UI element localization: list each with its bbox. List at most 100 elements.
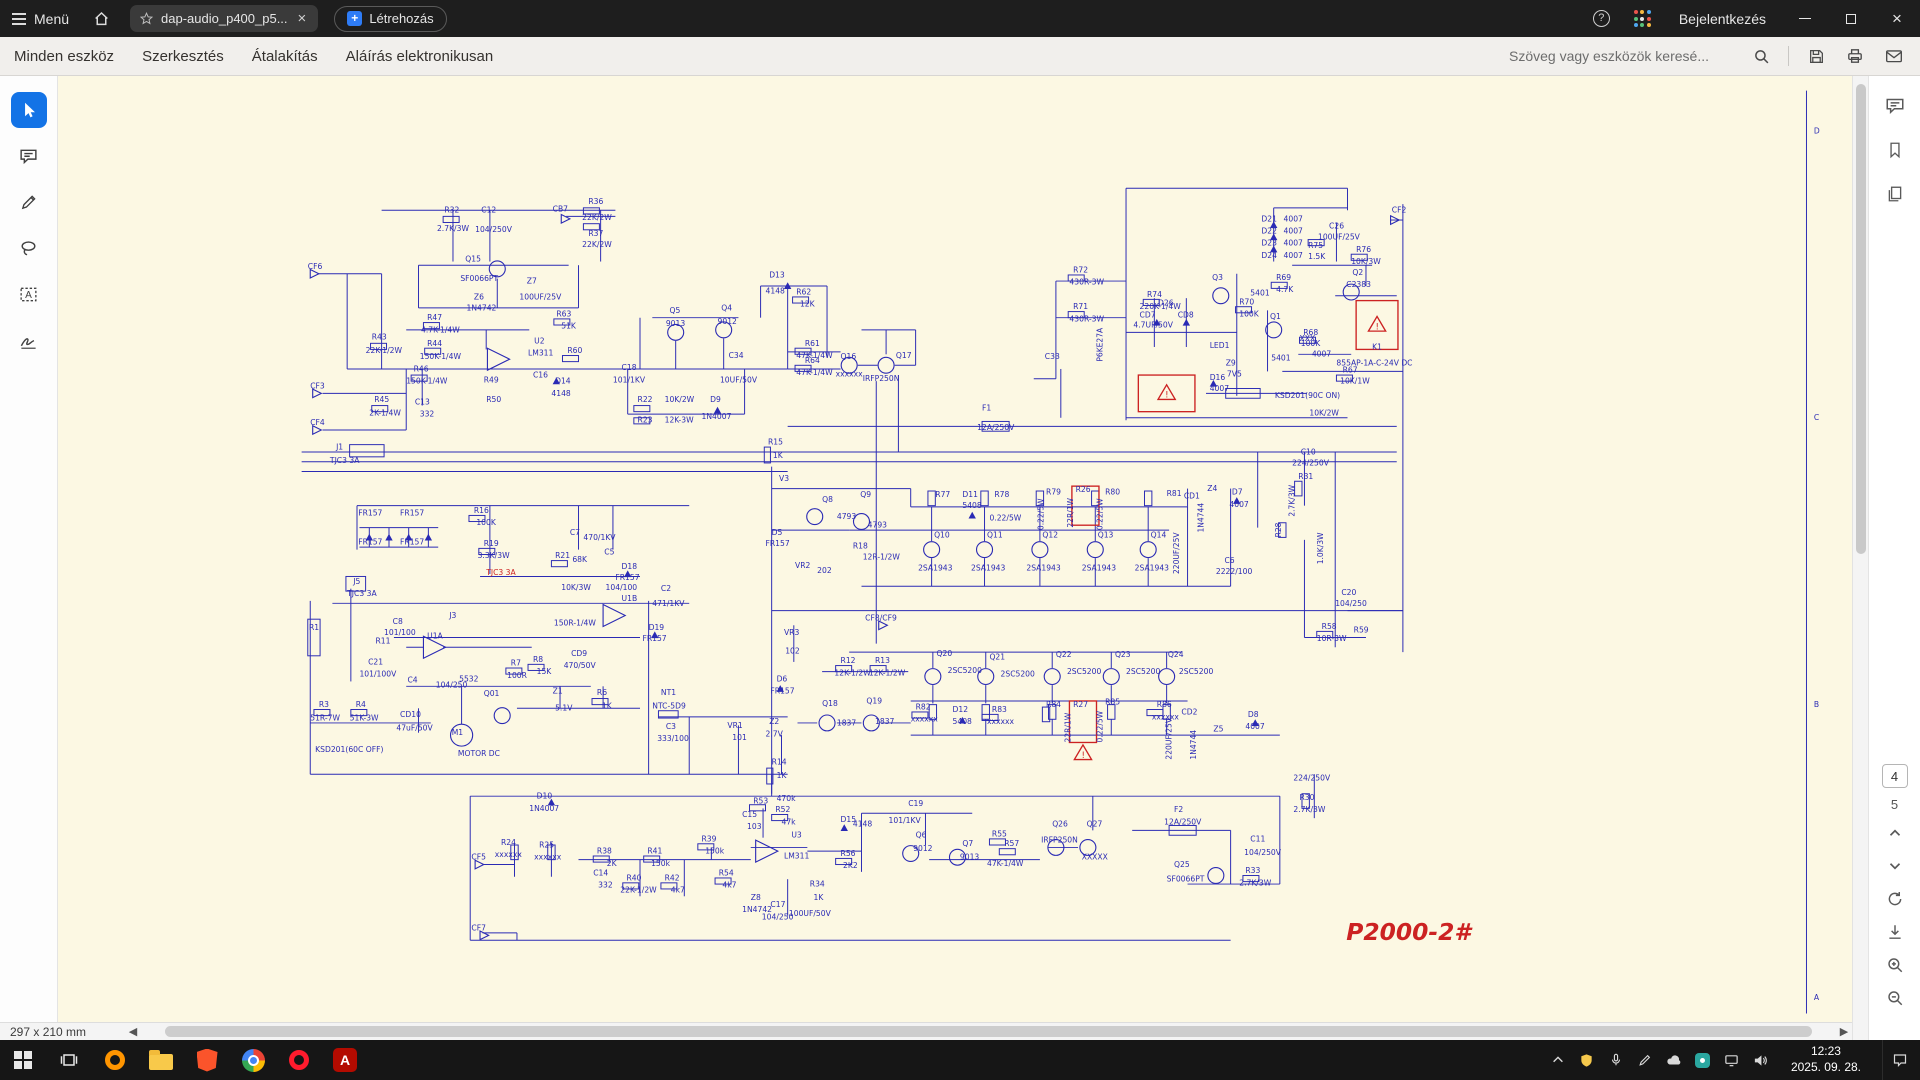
select-tool-button[interactable] <box>11 92 47 128</box>
refresh-button[interactable] <box>1883 887 1907 911</box>
zoom-in-button[interactable] <box>1883 953 1907 977</box>
scroll-left-icon[interactable]: ◀ <box>125 1025 141 1038</box>
svg-text:47K-1/4W: 47K-1/4W <box>987 859 1024 868</box>
zoom-out-button[interactable] <box>1883 986 1907 1010</box>
taskbar-clock[interactable]: 12:23 2025. 09. 28. <box>1791 1044 1861 1075</box>
svg-text:C10: C10 <box>1301 447 1316 456</box>
microphone-icon[interactable] <box>1607 1051 1625 1069</box>
svg-text:5408: 5408 <box>953 717 973 726</box>
svg-text:Q22: Q22 <box>1056 650 1072 659</box>
star-icon <box>140 12 153 25</box>
search-icon[interactable] <box>1749 44 1773 68</box>
taskbar-app-chrome[interactable] <box>230 1040 276 1080</box>
svg-text:SF0066PT: SF0066PT <box>460 274 498 283</box>
create-button[interactable]: + Létrehozás <box>334 6 446 32</box>
svg-text:100K: 100K <box>476 518 497 527</box>
menu-item-3[interactable]: Átalakítás <box>252 48 318 65</box>
svg-text:D12: D12 <box>953 705 969 714</box>
pencil-tool-button[interactable] <box>11 184 47 220</box>
svg-text:2.7K/3W: 2.7K/3W <box>1293 805 1326 814</box>
add-text-tool-button[interactable]: A <box>11 276 47 312</box>
document-tab[interactable]: dap-audio_p400_p5... × <box>130 5 318 32</box>
menu-item-2[interactable]: Szerkesztés <box>142 48 224 65</box>
svg-text:R13: R13 <box>875 656 890 665</box>
scroll-right-icon[interactable]: ▶ <box>1836 1025 1852 1038</box>
antivirus-shield-icon[interactable] <box>1578 1051 1596 1069</box>
svg-text:!: ! <box>1165 391 1168 401</box>
start-button[interactable] <box>0 1040 46 1080</box>
svg-text:100UF/25V: 100UF/25V <box>1318 233 1361 242</box>
close-button[interactable]: × <box>1874 0 1920 37</box>
sign-in-button[interactable]: Bejelentkezés <box>1679 11 1766 27</box>
svg-text:LM311: LM311 <box>528 349 554 358</box>
task-view-button[interactable] <box>46 1040 92 1080</box>
email-icon[interactable] <box>1882 44 1906 68</box>
svg-text:2SA1943: 2SA1943 <box>918 563 953 572</box>
print-icon[interactable] <box>1843 44 1867 68</box>
tab-close-icon[interactable]: × <box>296 10 309 27</box>
lasso-tool-button[interactable] <box>11 230 47 266</box>
display-icon[interactable] <box>1723 1051 1741 1069</box>
save-icon[interactable] <box>1804 44 1828 68</box>
page-down-button[interactable] <box>1883 854 1907 878</box>
bookmarks-panel-button[interactable] <box>1883 138 1907 162</box>
menu-button[interactable]: Menü <box>0 0 81 37</box>
current-page-box[interactable]: 4 <box>1882 764 1908 788</box>
svg-text:D16: D16 <box>1210 373 1226 382</box>
svg-text:D18: D18 <box>622 562 638 571</box>
hscroll-track[interactable] <box>141 1023 1836 1040</box>
svg-text:470/50V: 470/50V <box>564 661 597 670</box>
pages-panel-button[interactable] <box>1883 182 1907 206</box>
vertical-scrollbar[interactable] <box>1852 76 1868 1040</box>
svg-text:R82: R82 <box>916 703 931 712</box>
svg-text:F1: F1 <box>982 403 991 412</box>
minimize-button[interactable] <box>1782 0 1828 37</box>
hscroll-thumb[interactable] <box>165 1026 1812 1037</box>
download-button[interactable] <box>1883 920 1907 944</box>
maximize-button[interactable] <box>1828 0 1874 37</box>
svg-text:A: A <box>1814 993 1820 1002</box>
page-up-button[interactable] <box>1883 821 1907 845</box>
svg-text:FR157: FR157 <box>615 573 639 582</box>
sign-tool-button[interactable] <box>11 322 47 358</box>
chat-icon[interactable] <box>1694 1051 1712 1069</box>
menu-item-4[interactable]: Aláírás elektronikusan <box>346 48 494 65</box>
search-input[interactable] <box>1509 48 1734 64</box>
taskbar-app-brave[interactable] <box>184 1040 230 1080</box>
cloud-icon[interactable] <box>1665 1051 1683 1069</box>
comment-tool-button[interactable] <box>11 138 47 174</box>
svg-text:CF3: CF3 <box>310 382 325 391</box>
svg-text:10K/3W: 10K/3W <box>561 583 591 592</box>
file-explorer-icon <box>149 1054 173 1070</box>
home-button[interactable] <box>81 0 122 37</box>
menu-items: Minden eszköz Szerkesztés Átalakítás Aláírá… <box>14 48 521 65</box>
help-icon[interactable]: ? <box>1593 10 1610 27</box>
taskbar-app-file-explorer[interactable] <box>138 1040 184 1080</box>
volume-icon[interactable] <box>1752 1051 1770 1069</box>
svg-text:R8: R8 <box>533 655 543 664</box>
menu-label: Menü <box>34 11 69 27</box>
pdf-page[interactable]: !!!CF6CF3CF4R322.7K/3WC12104/250VCB7R362… <box>58 76 1852 1022</box>
taskbar-app-firefox[interactable] <box>92 1040 138 1080</box>
action-center-button[interactable] <box>1882 1040 1916 1080</box>
taskbar-app-acrobat[interactable]: A <box>322 1040 368 1080</box>
taskbar-app-opera[interactable] <box>276 1040 322 1080</box>
clock-time: 12:23 <box>1791 1044 1861 1060</box>
apps-grid-icon[interactable] <box>1634 10 1651 27</box>
svg-text:202: 202 <box>817 566 832 575</box>
svg-text:150K-1/4W: 150K-1/4W <box>406 377 448 386</box>
svg-text:FR157: FR157 <box>770 687 794 696</box>
svg-text:FR157: FR157 <box>358 538 382 547</box>
vscroll-thumb[interactable] <box>1856 84 1866 554</box>
svg-text:R18: R18 <box>853 541 868 550</box>
pen-icon[interactable] <box>1636 1051 1654 1069</box>
task-view-icon <box>59 1050 79 1070</box>
tray-expand-icon[interactable] <box>1549 1051 1567 1069</box>
comments-panel-button[interactable] <box>1883 94 1907 118</box>
svg-text:CF4: CF4 <box>310 418 325 427</box>
svg-text:C8: C8 <box>393 617 403 626</box>
svg-text:!: ! <box>1376 322 1379 332</box>
tab-title: dap-audio_p400_p5... <box>161 11 288 26</box>
svg-text:1N4744: 1N4744 <box>1189 730 1198 760</box>
menu-item-1[interactable]: Minden eszköz <box>14 48 114 65</box>
